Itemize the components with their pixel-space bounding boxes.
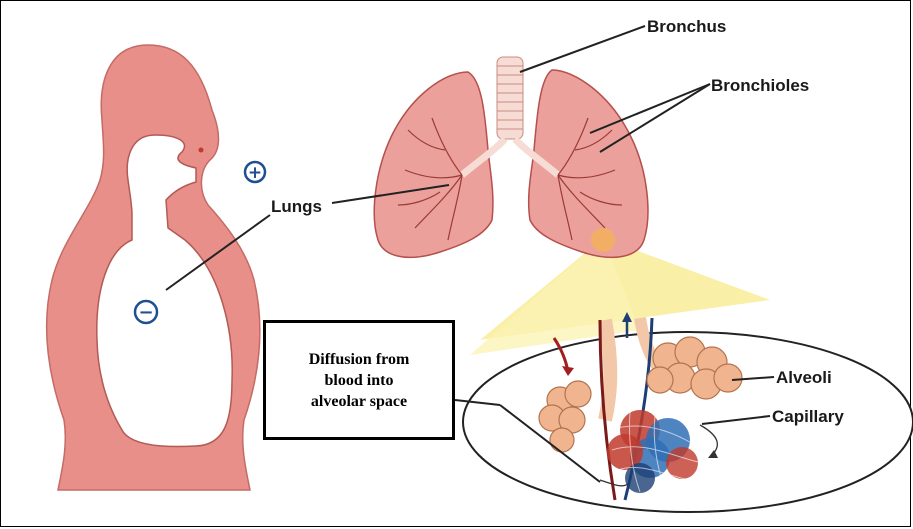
diffusion-caption-box: Diffusion from blood into alveolar space <box>263 320 455 440</box>
label-bronchus: Bronchus <box>647 17 726 36</box>
svg-text:+: + <box>248 163 262 183</box>
label-capillary: Capillary <box>772 407 844 426</box>
negative-pressure-sign: − <box>135 301 157 323</box>
caption-line-3: alveolar space <box>309 391 410 412</box>
positive-pressure-sign: + <box>245 162 265 183</box>
label-bronchioles: Bronchioles <box>711 76 809 95</box>
caption-line-1: Diffusion from <box>309 349 410 370</box>
trachea-rings <box>497 57 523 139</box>
caption-line-2: blood into <box>309 370 410 391</box>
body-silhouette <box>47 45 260 490</box>
label-lungs: Lungs <box>271 197 322 216</box>
lungs-illustration <box>374 57 648 257</box>
svg-text:−: − <box>138 302 153 323</box>
label-alveoli: Alveoli <box>776 368 832 387</box>
